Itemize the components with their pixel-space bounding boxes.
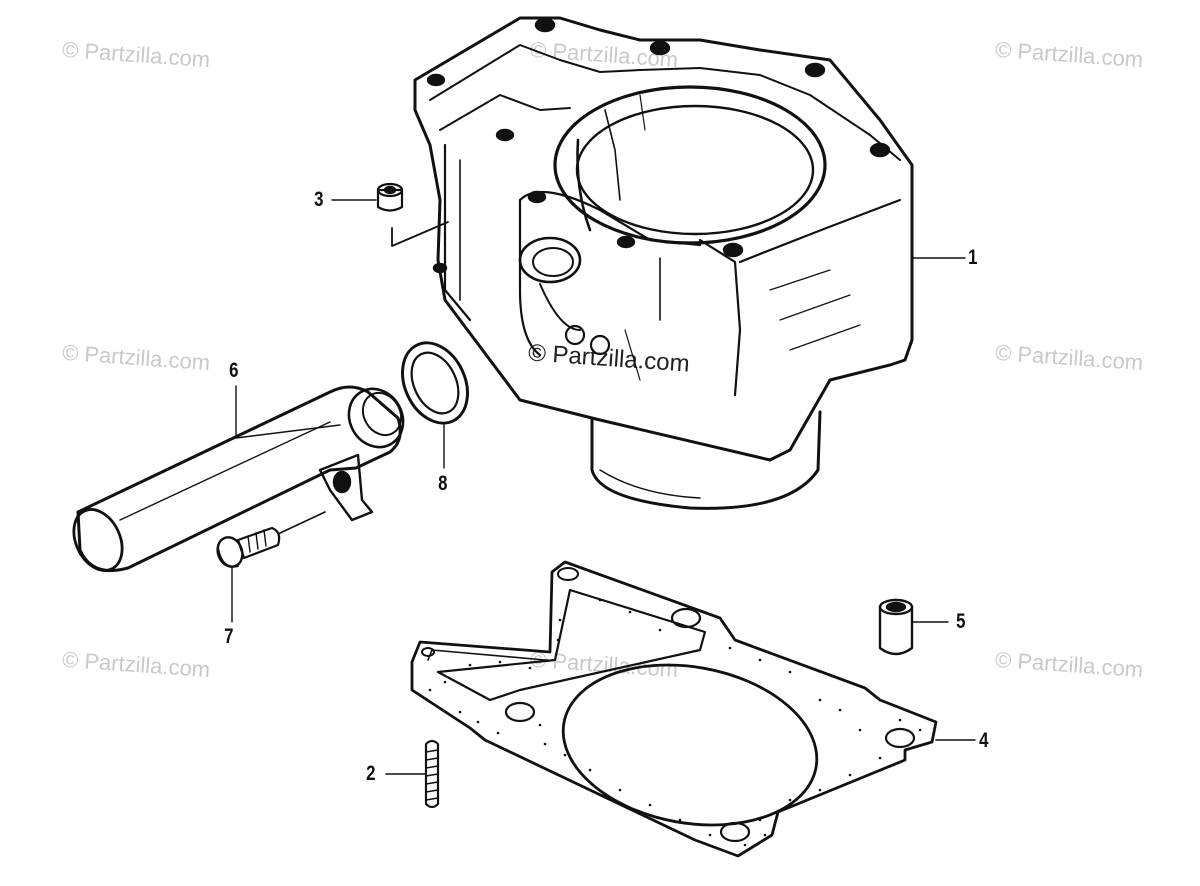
callout-3: 3	[314, 188, 324, 211]
cylinder-block	[413, 16, 914, 510]
dowel-pin-part-5	[878, 598, 914, 656]
o-ring-part-8	[401, 341, 469, 425]
callout-6: 6	[229, 359, 239, 382]
callout-4: 4	[979, 729, 989, 752]
callout-1: 1	[968, 246, 978, 269]
bolt-part-7	[216, 511, 326, 568]
stud-part-2	[424, 739, 440, 809]
water-pipe-part-6	[72, 385, 405, 573]
bolt-part-3	[376, 182, 449, 247]
callout-8: 8	[438, 472, 448, 495]
leader-lines	[231, 199, 976, 775]
callout-7: 7	[224, 625, 234, 648]
gasket-part-4	[410, 560, 938, 858]
callout-5: 5	[956, 610, 966, 633]
callout-2: 2	[366, 762, 376, 785]
